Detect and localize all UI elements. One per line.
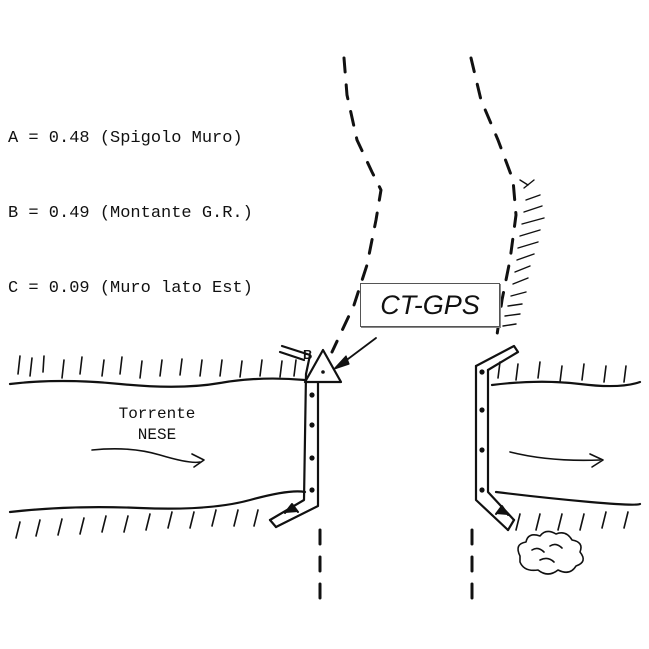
bank-hatching-right-top [497,361,627,383]
embankment-hatching [502,179,545,327]
measurement-legend: A = 0.48 (Spigolo Muro) B = 0.49 (Montan… [8,76,253,351]
legend-entry-a: A = 0.48 (Spigolo Muro) [8,129,243,148]
bridge-wall-left-inner [274,378,320,529]
bridge-wall-right-inner [486,368,516,522]
bank-hatching-left-bottom [15,509,259,539]
flow-line-right [509,451,601,462]
road-edge-right [469,56,518,337]
river-label-line2: NESE [137,426,177,444]
bridge-wall-left-foot [284,503,299,514]
road-edge-left [330,56,383,354]
river-label: Torrente NESE [98,404,216,446]
bridge-wall-left-outer [268,372,308,522]
bank-hatching-left-top [17,355,297,379]
bridge-wall-right-foot [495,505,509,516]
bridge-posts-left [309,392,315,493]
river-bank-right-top [490,380,642,388]
flow-arrow-left [191,453,205,468]
river-label-line1: Torrente [118,405,196,423]
flow-arrow-right [589,453,604,468]
river-bank-right-bottom [494,490,642,506]
bridge-wall-left-endcap [268,518,278,529]
bridge-wall-right-top [474,344,520,372]
bridge-wall-right-outer [474,364,510,532]
flow-line-left [91,447,201,464]
bank-hatching-right-bottom [515,511,629,531]
survey-triangle-center [321,370,325,374]
gps-station-label: CT-GPS [360,283,500,327]
survey-triangle [303,348,343,384]
river-bank-left-top [8,377,307,388]
bridge-wall-left-top2 [278,350,306,362]
bridge-wall-right-endcap [506,518,516,532]
gps-pointer-head [333,355,350,370]
point-label-b: B [303,347,313,362]
river-bank-left-bottom [8,490,307,514]
bridge-posts-right [479,369,485,493]
legend-entry-b: B = 0.49 (Montante G.R.) [8,204,253,223]
legend-entry-c: C = 0.09 (Muro lato Est) [8,279,253,298]
bridge-wall-left-top [280,344,312,376]
bush-sketch [517,530,584,575]
